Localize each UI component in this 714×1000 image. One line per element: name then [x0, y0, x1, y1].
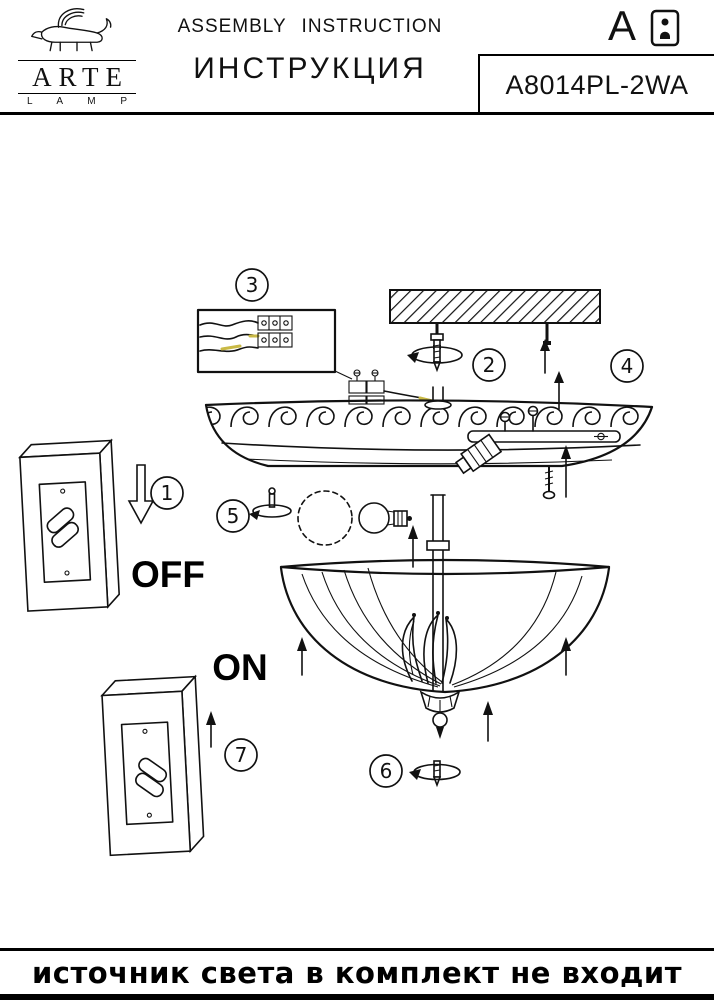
step-number: 3	[246, 273, 259, 297]
step-badge-4: 4	[610, 349, 644, 383]
up-arrow-rod	[408, 525, 418, 568]
step-badge-6: 6	[369, 754, 403, 788]
rotate-screw-step6	[409, 760, 461, 788]
step-badge-7: 7	[224, 738, 258, 772]
step-number: 6	[380, 759, 393, 783]
up-arrow-bowl-left	[297, 637, 307, 676]
off-label: OFF	[131, 554, 205, 595]
series-letter: A	[607, 2, 636, 49]
brand-name: ARTE	[32, 62, 129, 92]
logo-rule-top	[18, 60, 136, 61]
light-bulb	[358, 502, 412, 534]
toggle-lever-on	[135, 757, 168, 798]
glass-bowl-shade	[279, 558, 611, 694]
step-badge-2: 2	[472, 348, 506, 382]
step-badge-5: 5	[216, 499, 250, 533]
wall-switch-off	[17, 438, 120, 612]
logo-rule-bottom	[18, 93, 136, 94]
step-badge-1: 1	[150, 476, 184, 510]
glass-globe-dashed	[297, 490, 353, 546]
step-number: 7	[235, 743, 248, 767]
on-label: ON	[212, 647, 268, 688]
step-number: 5	[227, 504, 240, 528]
up-arrow-bolt-1	[540, 339, 550, 374]
rotate-screw-step2	[407, 333, 463, 373]
assembly-diagram: OFF	[17, 268, 654, 857]
footer-note: источник света в комплект не входит	[0, 948, 714, 1000]
brand-logo: ARTE L A M P	[12, 2, 142, 108]
up-arrow-bowl-right	[561, 637, 571, 676]
bottom-finial	[419, 690, 461, 739]
terminal-blocks	[348, 369, 434, 405]
leaf-ornament	[401, 611, 458, 684]
model-number: A8014PL-2WA	[478, 54, 714, 115]
up-arrow-bracket	[561, 445, 571, 498]
info-booklet-icon	[650, 8, 680, 53]
up-arrow-finial	[483, 701, 493, 742]
toggle-lever-off	[46, 507, 80, 548]
ceiling-mount-bar	[389, 289, 601, 349]
mounting-bracket-assembly	[454, 405, 621, 500]
up-arrow-step7	[206, 711, 216, 748]
step-number: 1	[161, 481, 174, 505]
step-number: 4	[621, 354, 634, 378]
title-russian: ИНСТРУКЦИЯ	[193, 52, 427, 85]
title-english: ASSEMBLY INSTRUCTION	[177, 16, 443, 37]
rotation-arrowhead	[407, 352, 419, 363]
winged-lion-icon	[31, 8, 112, 52]
lamp-socket	[454, 433, 503, 475]
wall-switch-on	[100, 674, 205, 857]
rotate-knob-step5	[249, 487, 292, 520]
step-badge-3: 3	[235, 268, 269, 302]
down-arrow-step1	[127, 464, 155, 525]
step-number: 2	[483, 353, 496, 377]
brand-subname: L A M P	[26, 96, 139, 107]
header: ARTE L A M P ASSEMBLY INSTRUCTION ИНСТРУ…	[0, 0, 714, 115]
wiring-diagram	[196, 308, 353, 380]
